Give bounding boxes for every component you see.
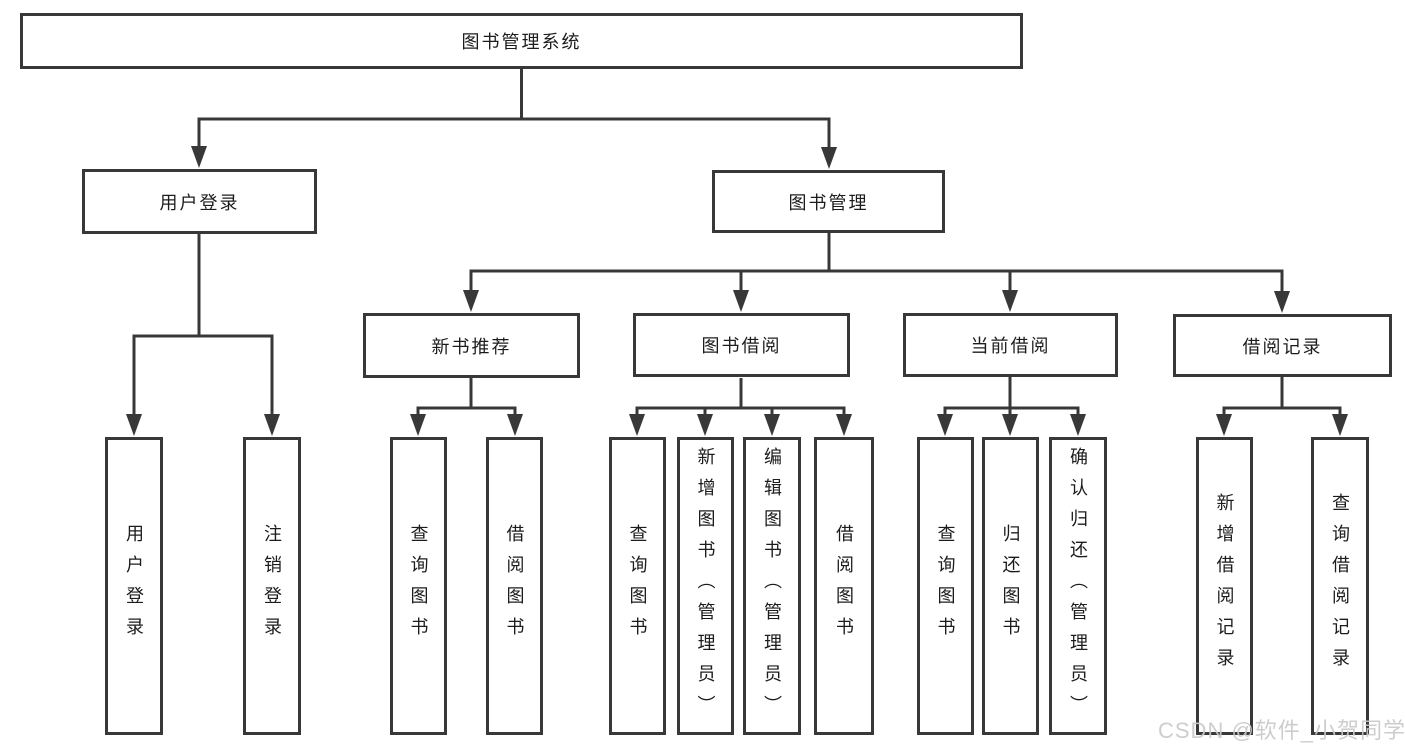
node-borrowing-records: 借阅记录: [1173, 314, 1392, 377]
leaf-borrowing-borrow-books-label: 借阅图书: [834, 524, 854, 648]
leaf-user-login: 用户登录: [105, 437, 163, 735]
leaf-current-return-books-label: 归还图书: [1000, 524, 1021, 648]
node-book-borrowing: 图书借阅: [633, 313, 850, 377]
node-new-book-recommend-label: 新书推荐: [431, 336, 512, 357]
leaf-borrowing-borrow-books: 借阅图书: [814, 437, 874, 735]
leaf-logout: 注销登录: [243, 437, 301, 735]
node-user-login-label: 用户登录: [159, 192, 240, 213]
node-book-management: 图书管理: [712, 170, 945, 233]
leaf-current-query-books: 查询图书: [917, 437, 974, 735]
leaf-recommend-query-books: 查询图书: [390, 437, 447, 735]
leaf-borrowing-edit-books-label: 编辑图书（管理员）: [762, 446, 782, 726]
node-new-book-recommend: 新书推荐: [363, 313, 580, 378]
leaf-records-query-record: 查询借阅记录: [1311, 437, 1369, 735]
node-current-borrowing: 当前借阅: [903, 313, 1118, 377]
leaf-current-query-books-label: 查询图书: [935, 524, 956, 648]
leaf-current-return-books: 归还图书: [982, 437, 1039, 735]
node-root-system: 图书管理系统: [20, 13, 1023, 69]
watermark: CSDN @软件_小贺同学: [1158, 718, 1405, 743]
leaf-recommend-query-books-label: 查询图书: [408, 524, 429, 648]
leaf-borrowing-edit-books: 编辑图书（管理员）: [743, 437, 801, 735]
node-current-borrowing-label: 当前借阅: [970, 336, 1051, 356]
leaf-recommend-borrow-books: 借阅图书: [486, 437, 543, 735]
leaf-borrowing-query-books-label: 查询图书: [627, 524, 648, 648]
leaf-user-login-label: 用户登录: [124, 524, 144, 648]
node-book-management-label: 图书管理: [788, 192, 869, 213]
leaf-current-confirm-return-label: 确认归还（管理员）: [1068, 446, 1088, 726]
node-root-system-label: 图书管理系统: [461, 32, 582, 52]
leaf-records-add-record-label: 新增借阅记录: [1214, 493, 1235, 679]
leaf-current-confirm-return: 确认归还（管理员）: [1049, 437, 1107, 735]
node-user-login: 用户登录: [82, 169, 317, 234]
leaf-borrowing-add-books: 新增图书（管理员）: [677, 437, 734, 735]
leaf-records-query-record-label: 查询借阅记录: [1330, 493, 1350, 679]
node-borrowing-records-label: 借阅记录: [1242, 336, 1323, 357]
leaf-recommend-borrow-books-label: 借阅图书: [504, 524, 525, 648]
leaf-borrowing-add-books-label: 新增图书（管理员）: [695, 446, 716, 726]
leaf-records-add-record: 新增借阅记录: [1196, 437, 1253, 735]
node-book-borrowing-label: 图书借阅: [701, 336, 782, 356]
leaf-borrowing-query-books: 查询图书: [609, 437, 666, 735]
leaf-logout-label: 注销登录: [262, 524, 282, 648]
